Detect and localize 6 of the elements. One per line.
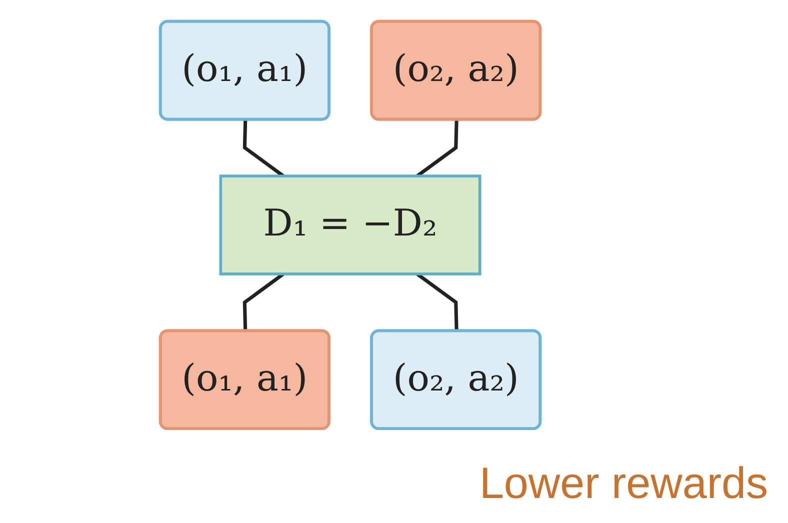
node-box: D₁ = −D₂ — [218, 174, 481, 276]
caption-text: Lower rewards — [479, 459, 768, 509]
connector — [242, 272, 284, 332]
connector — [416, 272, 458, 332]
connector — [416, 120, 458, 178]
connector — [242, 120, 284, 178]
